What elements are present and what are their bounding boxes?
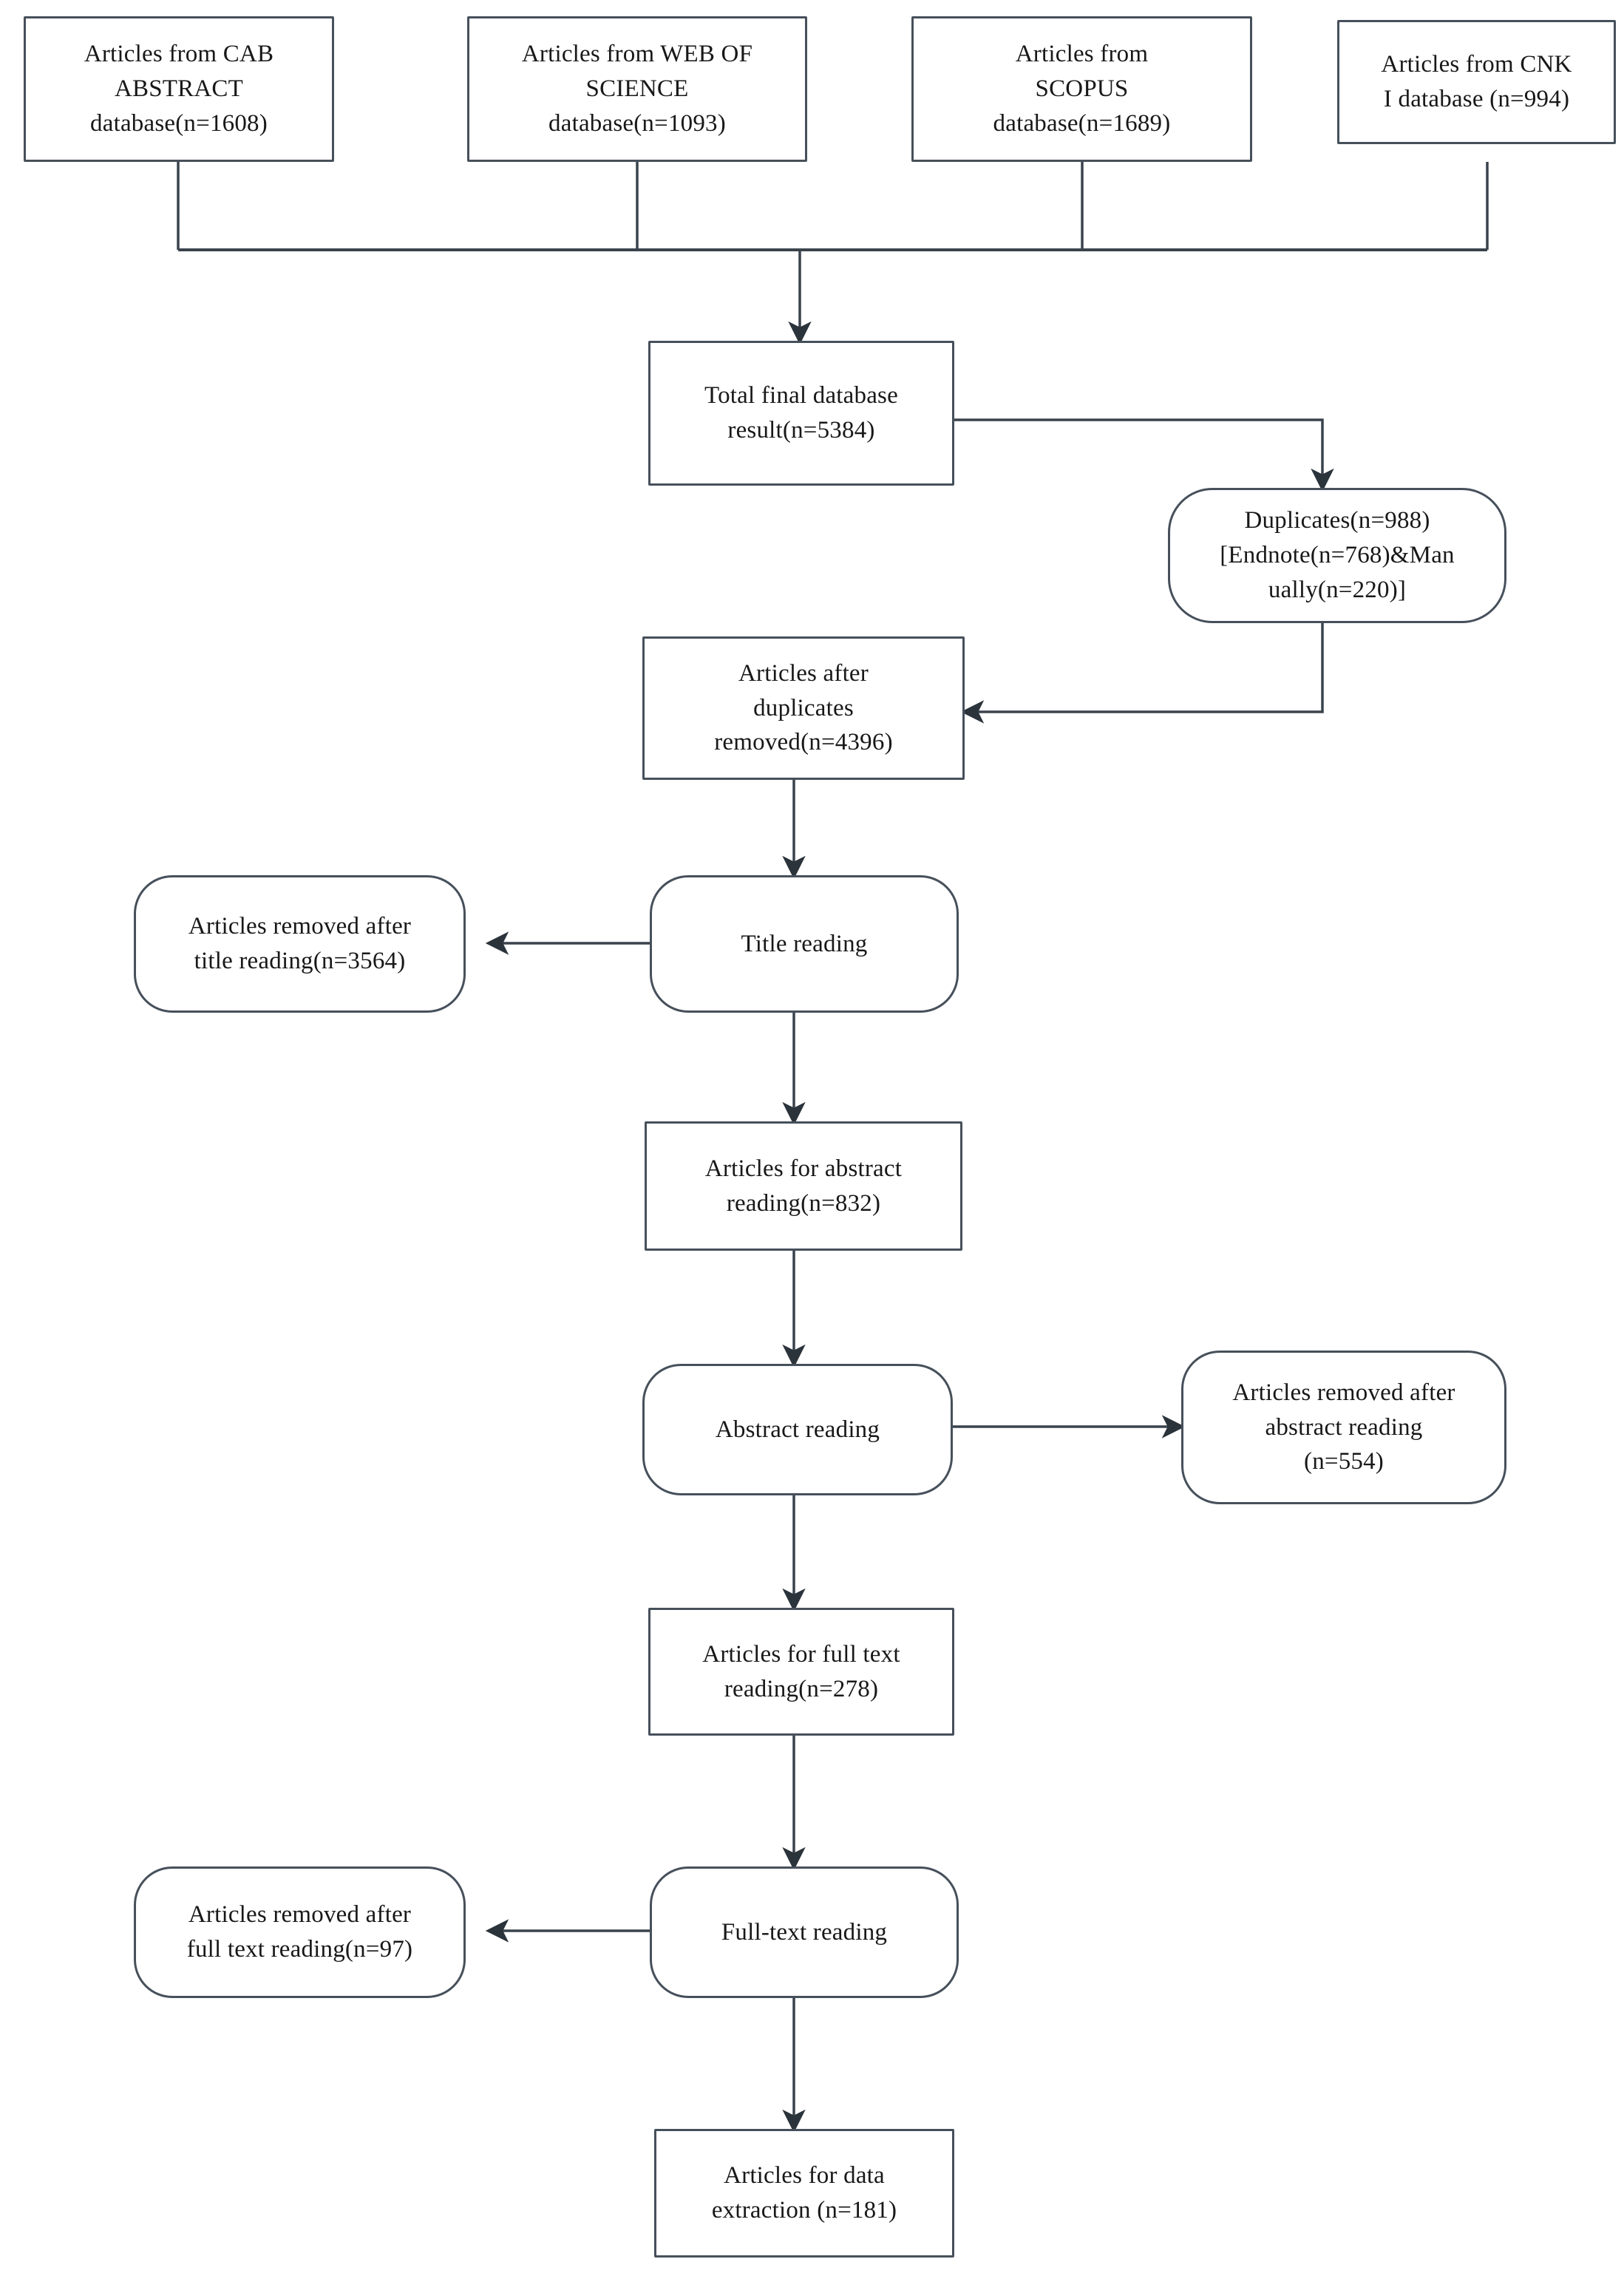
node-label: Articles for data extraction (n=181): [711, 2162, 897, 2224]
node-removed-after-full-text-reading[interactable]: Articles removed after full text reading…: [134, 1866, 466, 1998]
node-label: Articles from CAB ABSTRACT database(n=16…: [84, 41, 274, 137]
node-label: Articles from CNK I database (n=994): [1381, 51, 1572, 112]
edge-total-to-duplicates: [954, 418, 1334, 492]
node-label: Articles removed after full text reading…: [186, 1901, 413, 1963]
node-label: Total final database result(n=5384): [704, 382, 898, 444]
node-label: Articles removed after title reading(n=3…: [188, 913, 412, 974]
node-label: Articles for abstract reading(n=832): [704, 1155, 903, 1217]
node-articles-after-duplicates-removed[interactable]: Articles after duplicates removed(n=4396…: [642, 636, 965, 780]
node-label: Articles for full text reading(n=278): [702, 1640, 900, 1702]
node-source-scopus[interactable]: Articles from SCOPUS database(n=1689): [911, 16, 1252, 162]
node-articles-for-data-extraction[interactable]: Articles for data extraction (n=181): [654, 2129, 954, 2258]
node-label: Articles from SCOPUS database(n=1689): [993, 41, 1171, 137]
node-removed-after-abstract-reading[interactable]: Articles removed after abstract reading …: [1181, 1351, 1506, 1504]
node-abstract-reading[interactable]: Abstract reading: [642, 1364, 953, 1495]
node-source-cab-abstract[interactable]: Articles from CAB ABSTRACT database(n=16…: [24, 16, 334, 162]
node-label: Articles after duplicates removed(n=4396…: [714, 659, 893, 756]
node-source-cnki[interactable]: Articles from CNK I database (n=994): [1337, 20, 1616, 144]
node-label: Full-text reading: [721, 1918, 888, 1946]
node-full-text-reading[interactable]: Full-text reading: [650, 1866, 959, 1998]
node-label: Duplicates(n=988) [Endnote(n=768)&Man ua…: [1220, 507, 1455, 603]
edge-duplicates-to-afterdup: [960, 623, 1324, 724]
node-total-final-database-result[interactable]: Total final database result(n=5384): [648, 341, 954, 486]
node-title-reading[interactable]: Title reading: [650, 875, 959, 1013]
node-removed-after-title-reading[interactable]: Articles removed after title reading(n=3…: [134, 875, 466, 1013]
node-label: Abstract reading: [715, 1416, 880, 1443]
node-label: Articles from WEB OF SCIENCE database(n=…: [521, 41, 753, 137]
node-articles-for-full-text-reading[interactable]: Articles for full text reading(n=278): [648, 1608, 954, 1736]
node-articles-for-abstract-reading[interactable]: Articles for abstract reading(n=832): [645, 1121, 962, 1251]
node-label: Title reading: [741, 930, 868, 957]
node-duplicates[interactable]: Duplicates(n=988) [Endnote(n=768)&Man ua…: [1168, 488, 1506, 623]
node-source-web-of-science[interactable]: Articles from WEB OF SCIENCE database(n=…: [467, 16, 807, 162]
node-label: Articles removed after abstract reading …: [1232, 1379, 1455, 1475]
